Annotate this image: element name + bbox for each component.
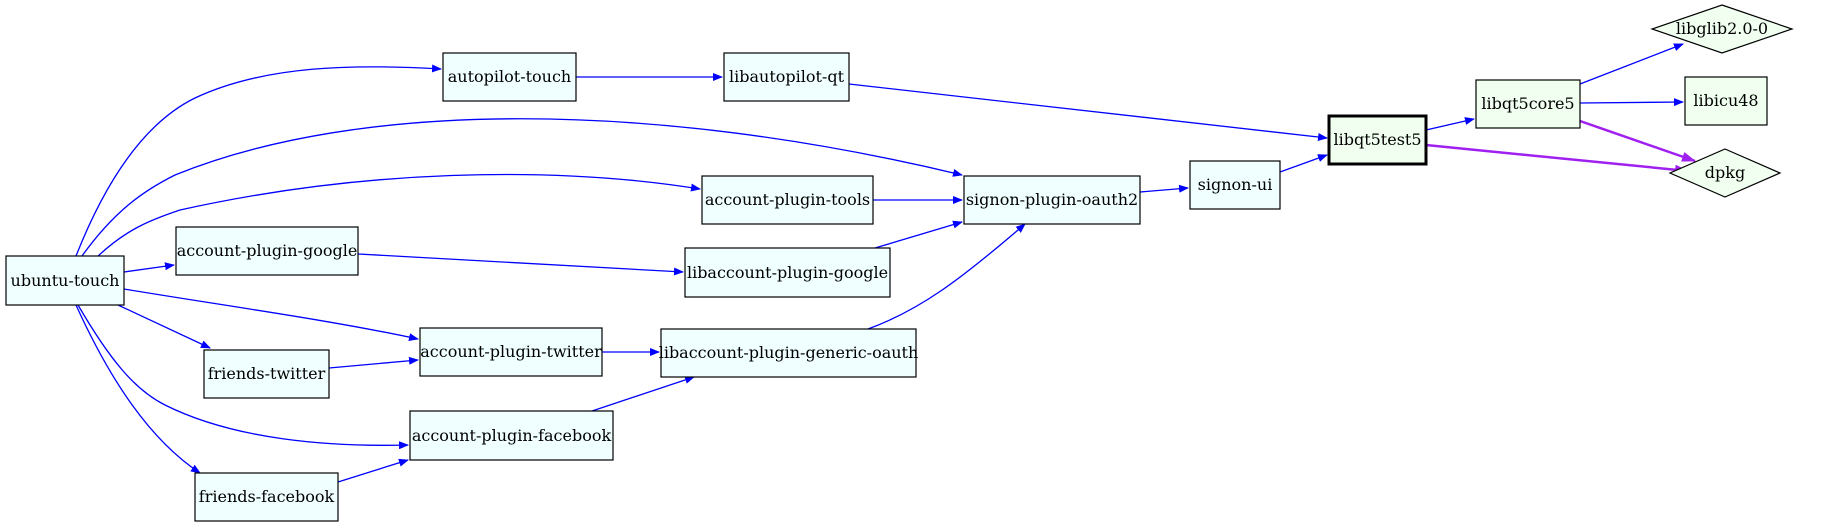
node-label: libautopilot-qt [729, 67, 845, 86]
edge-friends-twitter-to-account-plugin-twitter [328, 356, 419, 369]
node-autopilot-touch: autopilot-touch [442, 52, 577, 102]
node-libicu48: libicu48 [1684, 76, 1768, 126]
node-libautopilot-qt: libautopilot-qt [723, 52, 850, 102]
edge-libaccount-plugin-google-to-signon-plugin-oauth2 [874, 220, 963, 249]
node-label: libaccount-plugin-google [687, 263, 888, 282]
edge-ubuntu-touch-to-friends-twitter [117, 304, 211, 349]
node-account-plugin-twitter: account-plugin-twitter [419, 327, 603, 377]
node-signon-ui: signon-ui [1189, 160, 1281, 210]
node-account-plugin-google: account-plugin-google [175, 226, 359, 276]
edge-libqt5core5-to-dpkg [1579, 119, 1696, 163]
node-dpkg: dpkg [1668, 148, 1782, 198]
node-label: autopilot-touch [448, 67, 571, 86]
edge-friends-facebook-to-account-plugin-facebook [337, 458, 409, 483]
node-label: signon-ui [1198, 175, 1273, 194]
edge-ubuntu-touch-to-account-plugin-tools [95, 173, 701, 259]
edge-ubuntu-touch-to-signon-plugin-oauth2 [81, 118, 963, 257]
node-label: friends-facebook [199, 487, 335, 506]
node-label: libglib2.0-0 [1676, 19, 1768, 38]
node-libaccount-plugin-google: libaccount-plugin-google [684, 247, 891, 298]
node-label: libaccount-plugin-generic-oauth [659, 343, 919, 362]
edge-libqt5core5-to-libicu48 [1579, 98, 1684, 107]
node-label: libqt5test5 [1333, 130, 1421, 149]
edge-signon-ui-to-libqt5test5 [1279, 154, 1328, 173]
node-libqt5core5: libqt5core5 [1475, 79, 1581, 129]
node-libqt5test5: libqt5test5 [1327, 114, 1428, 166]
node-libaccount-plugin-generic-oauth: libaccount-plugin-generic-oauth [659, 328, 919, 378]
edge-signon-plugin-oauth2-to-signon-ui [1139, 184, 1189, 193]
node-ubuntu-touch: ubuntu-touch [5, 255, 125, 306]
node-label: account-plugin-facebook [412, 426, 612, 445]
edge-ubuntu-touch-to-friends-facebook [75, 304, 201, 474]
edge-libaccount-plugin-generic-oauth-to-signon-plugin-oauth2 [867, 223, 1026, 330]
node-label: friends-twitter [208, 364, 326, 383]
edge-account-plugin-google-to-libaccount-plugin-google [357, 253, 684, 276]
edge-ubuntu-touch-to-account-plugin-google [123, 262, 175, 273]
edge-libqt5test5-to-libqt5core5 [1425, 117, 1475, 131]
node-label: libqt5core5 [1481, 94, 1574, 113]
node-label: account-plugin-tools [705, 190, 870, 209]
edge-libautopilot-qt-to-libqt5test5 [848, 83, 1328, 141]
node-libglib2-0-0: libglib2.0-0 [1650, 4, 1794, 54]
node-label: ubuntu-touch [11, 271, 120, 290]
edge-libqt5test5-to-dpkg [1425, 143, 1689, 175]
edge-account-plugin-facebook-to-libaccount-plugin-generic-oauth [591, 376, 695, 412]
node-label: libicu48 [1693, 91, 1758, 110]
node-friends-twitter: friends-twitter [203, 349, 330, 399]
node-label: signon-plugin-oauth2 [966, 190, 1138, 209]
node-label: dpkg [1705, 163, 1745, 182]
node-account-plugin-tools: account-plugin-tools [701, 175, 874, 225]
node-friends-facebook: friends-facebook [194, 472, 339, 522]
node-label: account-plugin-google [177, 241, 358, 260]
node-signon-plugin-oauth2: signon-plugin-oauth2 [963, 175, 1141, 225]
edge-ubuntu-touch-to-account-plugin-twitter [123, 288, 419, 342]
edge-ubuntu-touch-to-autopilot-touch [75, 64, 442, 257]
edge-libqt5core5-to-libglib2-0-0 [1579, 43, 1684, 85]
edge-ubuntu-touch-to-account-plugin-facebook [77, 304, 409, 450]
node-account-plugin-facebook: account-plugin-facebook [409, 410, 614, 461]
node-label: account-plugin-twitter [420, 342, 602, 361]
